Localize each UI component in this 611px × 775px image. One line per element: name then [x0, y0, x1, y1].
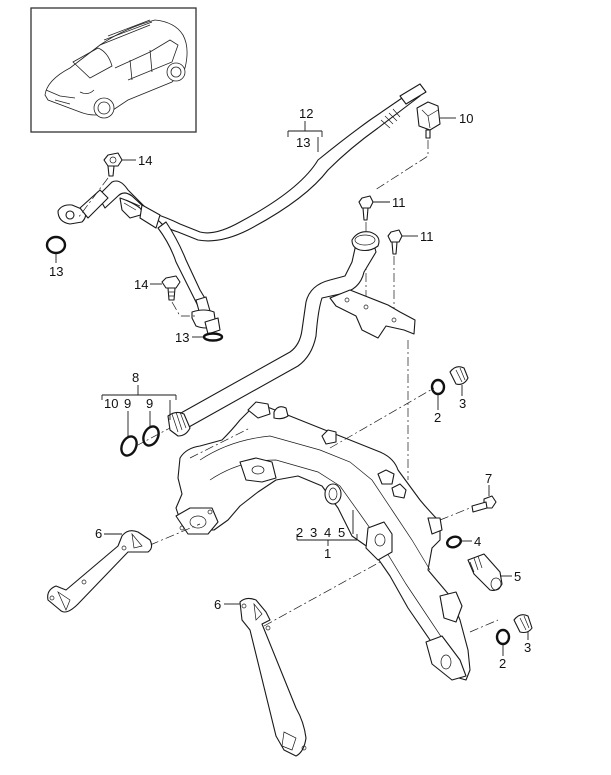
callout-9-sub-b: 9 — [146, 396, 153, 411]
callout-1-group: 2 3 4 5 1 — [296, 510, 358, 561]
part-9-orings[interactable] — [118, 424, 171, 458]
water-manifold-1[interactable] — [175, 401, 471, 681]
callout-8: 8 — [132, 370, 139, 385]
callout-4-sub: 4 — [324, 525, 331, 540]
part-6-gasket-left[interactable]: 6 — [47, 526, 153, 613]
callout-13-left: 13 — [49, 264, 63, 279]
callout-14-lower: 14 — [134, 277, 148, 292]
part-2-3-lower[interactable]: 2 3 — [495, 614, 533, 671]
callout-10-top: 10 — [459, 111, 473, 126]
part-7-screw[interactable]: 7 — [471, 471, 497, 513]
callout-4: 4 — [474, 534, 481, 549]
callout-9-sub-a: 9 — [124, 396, 131, 411]
callout-10-sub: 10 — [104, 396, 118, 411]
coolant-line-12[interactable] — [57, 83, 427, 335]
callout-1: 1 — [324, 546, 331, 561]
callout-8-group: 8 10 9 9 — [101, 370, 177, 438]
part-2-3-upper[interactable]: 2 3 — [430, 366, 469, 425]
callout-13-sub: 13 — [296, 135, 310, 150]
callout-11-a: 11 — [392, 195, 406, 210]
callout-6-lower: 6 — [214, 597, 221, 612]
part-13-oring-lower[interactable]: 13 — [175, 330, 224, 345]
callout-12-group: 12 13 — [287, 106, 323, 152]
callout-3-sub: 3 — [310, 525, 317, 540]
part-10-clip[interactable]: 10 — [374, 101, 473, 191]
callout-2-sub: 2 — [296, 525, 303, 540]
part-14-bolt-lower[interactable]: 14 — [134, 275, 196, 317]
callout-14-upper: 14 — [138, 153, 152, 168]
part-14-bolt-upper[interactable]: 14 — [77, 152, 152, 219]
part-6-gasket-lower[interactable]: 6 — [214, 597, 307, 757]
callout-3-lower: 3 — [524, 640, 531, 655]
vehicle-thumbnail[interactable] — [30, 7, 197, 133]
coolant-pipe-8[interactable] — [167, 231, 416, 437]
callout-5: 5 — [514, 569, 521, 584]
callout-6-left: 6 — [95, 526, 102, 541]
callout-2-upper: 2 — [434, 410, 441, 425]
callout-11-b: 11 — [420, 229, 434, 244]
callout-2-lower: 2 — [499, 656, 506, 671]
callout-7: 7 — [485, 471, 492, 486]
car-icon — [44, 19, 188, 119]
part-13-oring-left[interactable]: 13 — [45, 235, 67, 279]
callout-5-sub: 5 — [338, 525, 345, 540]
part-4-5[interactable]: 4 5 — [446, 534, 522, 591]
callout-3-upper: 3 — [459, 396, 466, 411]
assembly-guides — [149, 340, 499, 633]
callout-13-lower: 13 — [175, 330, 189, 345]
callout-12: 12 — [299, 106, 313, 121]
